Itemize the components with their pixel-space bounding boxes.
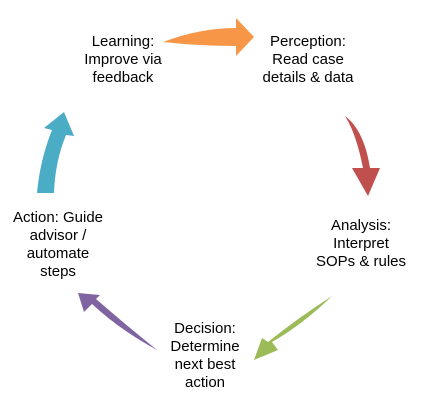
stage-label-decision: Decision: Determine next best action (140, 320, 270, 392)
stage-title: Learning: (91, 33, 155, 50)
stage-text: Improve via (84, 51, 162, 68)
stage-text: automate (26, 245, 90, 262)
stage-text: Interpret (333, 235, 389, 252)
stage-text: Determine (170, 338, 240, 355)
stage-text: advisor / (29, 227, 87, 244)
arrow-analysis-to-decision (254, 296, 332, 360)
stage-label-perception: Perception: Read case details & data (243, 33, 373, 87)
arrow-decision-to-action (78, 293, 157, 350)
stage-text: steps (40, 263, 76, 280)
stage-title: Analysis: (330, 217, 392, 234)
stage-text: Read case (272, 51, 344, 68)
arrow-learning-to-perception (163, 18, 254, 56)
stage-title: Decision: (174, 320, 236, 337)
stage-label-analysis: Analysis: Interpret SOPs & rules (296, 217, 426, 271)
stage-label-learning: Learning: Improve via feedback (58, 33, 188, 87)
arrow-action-to-learning (37, 112, 74, 193)
stage-text: details & data (262, 69, 354, 86)
stage-title: Action: Guide (12, 209, 104, 226)
stage-title: Perception: (270, 33, 346, 50)
arrow-perception-to-analysis (345, 116, 380, 196)
stage-text: feedback (92, 69, 154, 86)
stage-text: action (184, 374, 226, 391)
stage-text: next best (174, 356, 236, 373)
stage-label-action: Action: Guide advisor / automate steps (0, 209, 123, 281)
stage-text: SOPs & rules (315, 253, 407, 270)
